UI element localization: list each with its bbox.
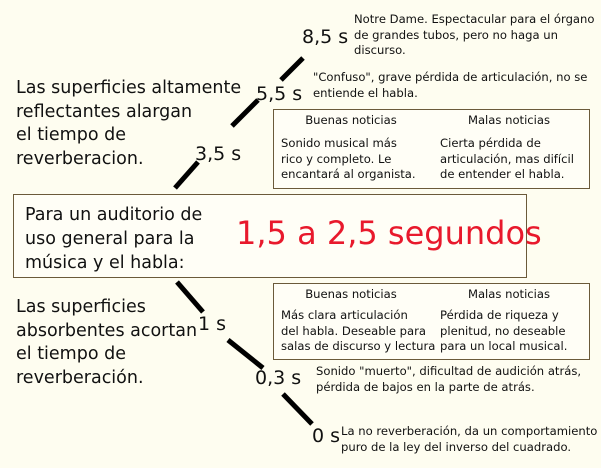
note-0: La no reverberación, da un comportamient… <box>341 424 597 455</box>
note-0-line-1: La no reverberación, da un comportamient… <box>341 424 598 438</box>
note-8-5-line-3: discurso. <box>354 43 406 57</box>
recommendation-box: Para un auditorio de uso general para la… <box>13 194 542 278</box>
upper-line-segment-1 <box>173 160 200 190</box>
upper-line-segment-2 <box>230 98 260 128</box>
upper-bad-news-text: Cierta pérdida de articulación, mas difí… <box>440 136 574 183</box>
reflect-line-2: reflectantes alargan <box>16 101 193 122</box>
upper-bad-line-2: articulación, mas difícil <box>440 151 574 166</box>
upper-bad-line-3: de entender el habla. <box>440 167 565 181</box>
recommendation-label-line-2: uso general para la <box>25 229 195 249</box>
note-0-3-line-2: pérdida de bajos en la parte de atrás. <box>316 379 535 394</box>
lower-bad-news-header: Malas noticias <box>467 287 551 301</box>
absorb-line-2: absorbentes acortan <box>16 320 198 341</box>
lower-bad-news-text: Pérdida de riqueza y plenitud, no deseab… <box>440 308 567 355</box>
absorb-line-1: Las superficies <box>16 297 146 317</box>
upper-good-line-3: encantará al organista. <box>281 167 416 181</box>
reflect-line-4: reverberacion. <box>16 148 144 169</box>
upper-good-line-2: rico y completo. Le <box>281 151 392 166</box>
recommendation-label: Para un auditorio de uso general para la… <box>25 203 202 275</box>
lower-news-box: Buenas noticias Malas noticias Más clara… <box>273 283 590 360</box>
note-5-5: "Confuso", grave pérdida de articulación… <box>313 70 587 101</box>
lower-bad-line-2: plenitud, no deseable <box>440 323 566 338</box>
upper-good-news-text: Sonido musical más rico y completo. Le e… <box>281 136 416 183</box>
lower-good-line-3: salas de discurso y lectura <box>281 339 436 353</box>
note-0-3: Sonido "muerto", dificultad de audición … <box>316 364 581 395</box>
time-label-5-5: 5,5 s <box>256 83 303 105</box>
time-label-3-5: 3,5 s <box>195 143 242 165</box>
lower-bad-line-3: para un local musical. <box>440 339 568 353</box>
time-label-0-3: 0,3 s <box>255 367 302 389</box>
absorbent-surfaces-text: Las superficies absorbentes acortan el t… <box>16 296 197 390</box>
note-8-5-line-2: de grandes tubos, pero no haga un <box>354 27 558 42</box>
lower-line-segment-3 <box>281 392 314 426</box>
lower-good-news-text: Más clara articulación del habla. Deseab… <box>281 308 435 355</box>
note-8-5-line-1: Notre Dame. Espectacular para el órgano <box>354 12 595 26</box>
lower-bad-line-1: Pérdida de riqueza y <box>440 308 559 322</box>
recommendation-label-line-3: música y el habla: <box>25 253 185 273</box>
absorb-line-3: el tiempo de <box>16 344 126 364</box>
upper-line-segment-3 <box>279 56 305 82</box>
time-label-1: 1 s <box>198 313 227 335</box>
time-label-8-5: 8,5 s <box>302 26 349 48</box>
note-8-5: Notre Dame. Espectacular para el órgano … <box>354 12 594 59</box>
lower-good-line-1: Más clara articulación <box>281 308 408 322</box>
upper-bad-line-1: Cierta pérdida de <box>440 136 541 150</box>
absorb-line-4: reverberación. <box>16 367 144 388</box>
recommendation-label-line-1: Para un auditorio de <box>25 205 203 225</box>
time-label-0: 0 s <box>312 425 341 447</box>
note-5-5-line-2: entiende el habla. <box>313 85 418 100</box>
note-5-5-line-1: "Confuso", grave pérdida de articulación… <box>313 70 588 84</box>
note-0-line-2: puro de la ley del inverso del cuadrado. <box>341 439 572 454</box>
lower-line-segment-1 <box>175 280 205 314</box>
upper-good-line-1: Sonido musical más <box>281 136 397 150</box>
lower-good-line-2: del habla. Deseable para <box>281 323 426 338</box>
reflect-line-3: el tiempo de <box>16 125 126 145</box>
upper-bad-news-header: Malas noticias <box>467 113 551 127</box>
lower-line-segment-2 <box>226 338 265 370</box>
upper-good-news-header: Buenas noticias <box>305 113 397 127</box>
reflective-surfaces-text: Las superficies altamente reflectantes a… <box>16 77 241 171</box>
reflect-line-1: Las superficies altamente <box>16 78 242 98</box>
note-0-3-line-1: Sonido "muerto", dificultad de audición … <box>316 364 582 378</box>
upper-news-box: Buenas noticias Malas noticias Sonido mu… <box>273 109 590 189</box>
lower-good-news-header: Buenas noticias <box>305 287 397 301</box>
recommended-time-value: 1,5 a 2,5 segundos <box>236 214 542 252</box>
